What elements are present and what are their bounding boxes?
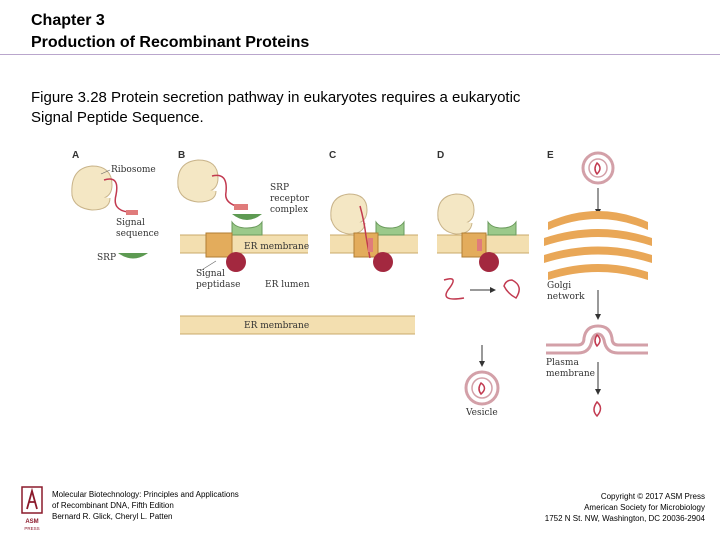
- footer-book-line-3: Bernard R. Glick, Cheryl L. Patten: [52, 512, 173, 521]
- panel-e-letter: E: [547, 150, 554, 161]
- chapter-heading: Chapter 3 Production of Recombinant Prot…: [31, 10, 309, 54]
- footer-book-line-1: Molecular Biotechnology: Principles and …: [52, 490, 239, 499]
- label-signal-peptidase-1: Signal: [196, 269, 225, 279]
- panel-d: [437, 193, 520, 406]
- footer-book-line-2: of Recombinant DNA, Fifth Edition: [52, 501, 174, 510]
- translocon-d: [461, 232, 487, 258]
- panel-a-letter: A: [72, 150, 79, 161]
- caption-line-1: Figure 3.28 Protein secretion pathway in…: [31, 89, 521, 106]
- label-golgi-2: network: [547, 292, 585, 302]
- golgi-cisterna-2: [544, 229, 652, 246]
- label-er-lumen: ER lumen: [265, 280, 310, 290]
- signal-sequence-mark: [126, 210, 138, 215]
- label-srp-receptor-2: receptor: [270, 194, 310, 204]
- label-signal-seq-2: sequence: [116, 229, 159, 239]
- footer-copy-line-1: Copyright © 2017 ASM Press: [600, 492, 705, 501]
- asm-press-logo-icon: ASM PRESS: [21, 486, 43, 532]
- chapter-title: Production of Recombinant Proteins: [31, 34, 310, 51]
- label-er-membrane-bottom: ER membrane: [244, 321, 309, 331]
- label-plasma-2: membrane: [546, 369, 595, 379]
- figure-caption: Figure 3.28 Protein secretion pathway in…: [31, 88, 671, 128]
- footer-copy-line-2: American Society for Microbiology: [584, 503, 705, 512]
- panel-e: [544, 151, 652, 418]
- translocon-b: [205, 232, 233, 258]
- label-plasma-1: Plasma: [546, 358, 579, 368]
- golgi-cisterna-4: [548, 264, 648, 280]
- panel-d-letter: D: [437, 150, 444, 161]
- panel-a: [71, 165, 148, 259]
- footer-copy-line-3: 1752 N St. NW, Washington, DC 20036-2904: [544, 514, 705, 523]
- footer-copyright: Copyright © 2017 ASM Press American Soci…: [545, 491, 705, 524]
- srp-bound: [232, 214, 262, 220]
- secreted-protein: [593, 400, 602, 418]
- label-signal-peptidase-2: peptidase: [196, 280, 240, 290]
- released-protein: [443, 278, 465, 300]
- srp-receptor: [231, 220, 263, 236]
- footer-book-info: Molecular Biotechnology: Principles and …: [52, 489, 239, 522]
- label-ribosome: Ribosome: [111, 165, 156, 175]
- label-golgi-1: Golgi: [547, 281, 571, 291]
- label-vesicle: Vesicle: [465, 408, 498, 418]
- svg-text:ASM: ASM: [25, 519, 38, 525]
- label-srp: SRP: [97, 253, 116, 263]
- signal-peptidase: [226, 252, 246, 272]
- er-membrane-bottom: [180, 315, 415, 335]
- caption-line-2: Signal Peptide Sequence.: [31, 109, 204, 126]
- panel-b-letter: B: [178, 150, 185, 161]
- label-er-membrane-top: ER membrane: [244, 242, 309, 252]
- svg-text:PRESS: PRESS: [24, 526, 39, 531]
- chapter-number: Chapter 3: [31, 12, 105, 29]
- srp-particle: [118, 253, 148, 259]
- label-signal-seq-1: Signal: [116, 218, 145, 228]
- panel-b: [177, 159, 263, 272]
- label-srp-receptor-3: complex: [270, 205, 308, 215]
- folded-protein: [503, 279, 520, 299]
- plasma-membrane: [546, 324, 648, 347]
- header-divider: [0, 54, 720, 55]
- golgi-cisterna-3: [544, 246, 652, 263]
- golgi-cisterna-1: [548, 211, 648, 230]
- label-srp-receptor-1: SRP: [270, 183, 289, 193]
- panel-c-letter: C: [329, 150, 336, 161]
- secretion-pathway-diagram: A B C D E Ribosome Signal sequence SRP: [71, 150, 652, 418]
- panel-c: [330, 193, 405, 272]
